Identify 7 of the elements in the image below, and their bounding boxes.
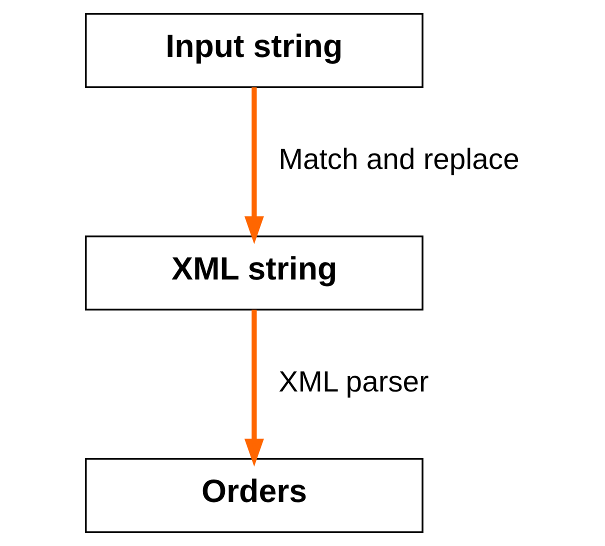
edge-label: XML parser — [278, 366, 429, 399]
node-box: XML string — [84, 236, 424, 310]
node-box: Input string — [84, 13, 424, 88]
arrow — [244, 310, 264, 467]
arrow — [244, 87, 264, 244]
node-box: Orders — [84, 458, 424, 533]
edge-label: Match and replace — [278, 144, 520, 176]
